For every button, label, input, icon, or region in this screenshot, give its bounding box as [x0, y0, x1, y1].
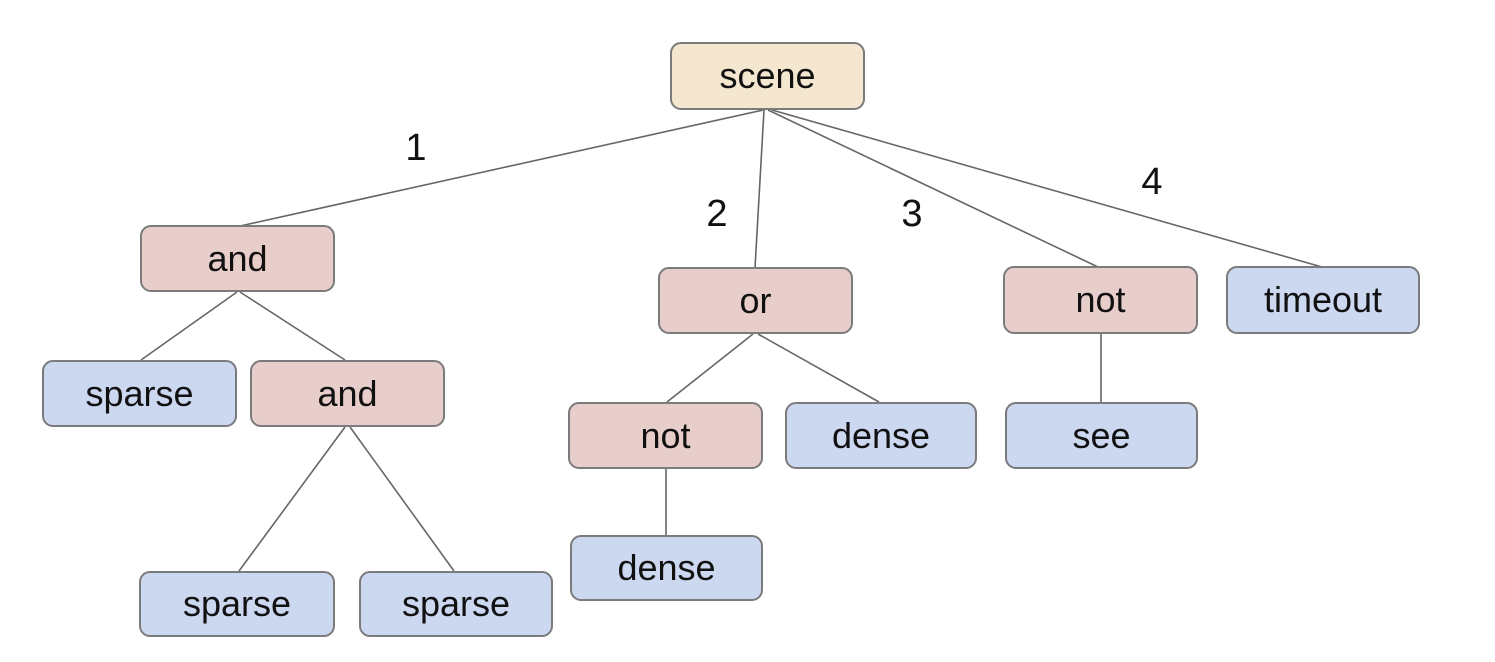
node-sparse-bottom-right: sparse — [359, 571, 553, 637]
edge-label-2: 2 — [706, 193, 728, 235]
node-and-nested: and — [250, 360, 445, 427]
node-dense: dense — [785, 402, 977, 469]
edge-label-3: 3 — [901, 193, 923, 235]
edge-label-1: 1 — [405, 127, 427, 169]
edge-and-and — [239, 291, 346, 361]
edge-and2-sparse — [238, 426, 346, 572]
edge-and2-sparse2 — [349, 426, 455, 572]
edge-scene-not — [767, 109, 1099, 268]
edge-or-not — [666, 333, 754, 403]
edge-scene-timeout — [771, 109, 1323, 268]
node-sparse-bottom-left: sparse — [139, 571, 335, 637]
node-sparse-left: sparse — [42, 360, 237, 427]
edge-label-4: 4 — [1141, 161, 1163, 203]
node-or: or — [658, 267, 853, 334]
node-and: and — [140, 225, 335, 292]
edge-and-sparse — [140, 291, 238, 361]
node-timeout: timeout — [1226, 266, 1420, 334]
edge-scene-and — [239, 109, 764, 227]
node-see: see — [1005, 402, 1198, 469]
edge-or-dense — [757, 333, 880, 403]
node-scene: scene — [670, 42, 865, 110]
node-not: not — [1003, 266, 1198, 334]
edge-scene-or — [754, 109, 765, 269]
node-not-nested: not — [568, 402, 763, 469]
node-dense-bottom: dense — [570, 535, 763, 601]
